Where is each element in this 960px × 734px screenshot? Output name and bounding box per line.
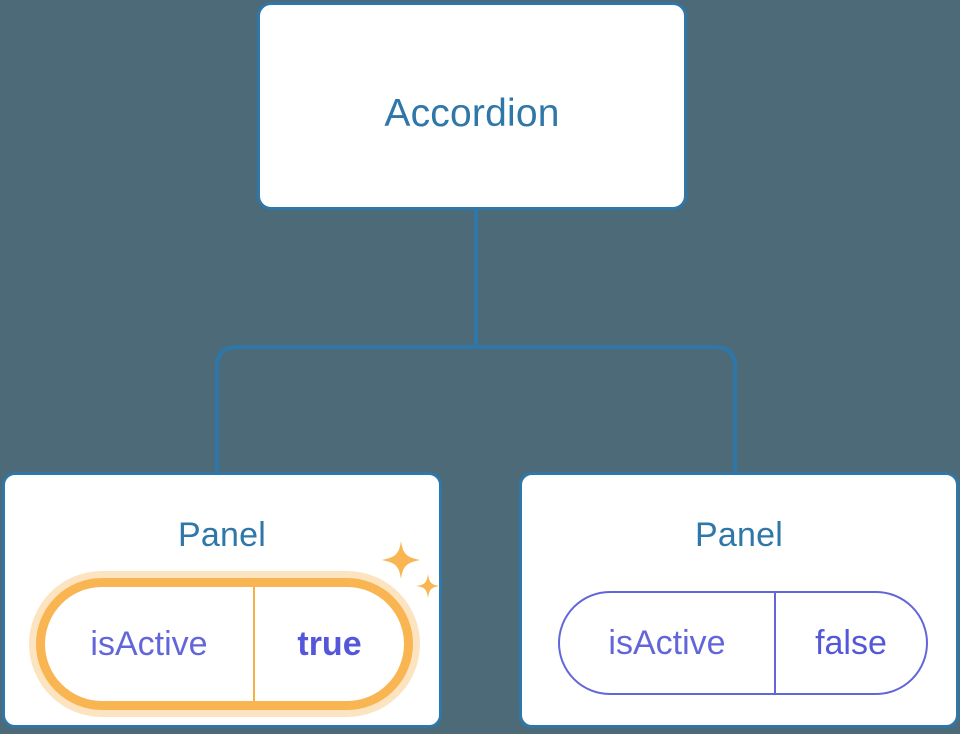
node-accordion-title: Accordion xyxy=(384,92,560,135)
connector-right-branch xyxy=(476,345,737,474)
prop-value-label: true xyxy=(253,587,404,701)
node-panel-right-title: Panel xyxy=(695,516,783,554)
node-panel-left-title: Panel xyxy=(178,516,266,554)
connector-left-branch xyxy=(215,345,476,474)
prop-pill-isactive-false[interactable]: isActive false xyxy=(558,591,928,695)
node-panel-left-prop-area: isActive true xyxy=(5,475,439,725)
node-panel-right[interactable]: Panel isActive false xyxy=(519,472,959,728)
node-accordion[interactable]: Accordion xyxy=(257,2,687,210)
node-panel-left[interactable]: Panel isActive true xyxy=(2,472,442,728)
prop-value-label: false xyxy=(774,593,926,693)
node-panel-right-prop-area: isActive false xyxy=(522,475,956,725)
prop-key-label: isActive xyxy=(608,623,726,662)
prop-pill-isactive-true[interactable]: isActive true xyxy=(36,578,413,710)
prop-key-label: isActive xyxy=(90,624,208,663)
